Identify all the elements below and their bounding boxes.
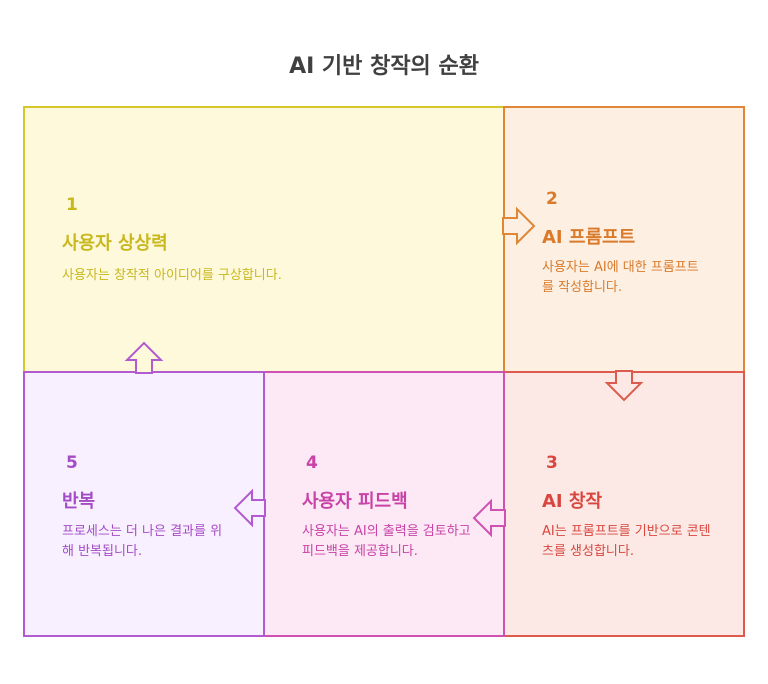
step-2-box: [503, 106, 745, 373]
step-4-description: 사용자는 AI의 출력을 검토하고 피드백을 제공합니다.: [302, 524, 471, 559]
step-1-description: 사용자는 창작적 아이디어를 구상합니다.: [62, 268, 282, 283]
step-3-box: [503, 371, 745, 637]
step-2-description: 사용자는 AI에 대한 프롬프트를 작성합니다.: [542, 260, 699, 295]
step-1-number: 1: [66, 195, 78, 215]
step-3-heading: AI 창작: [542, 491, 603, 512]
step-5-box: [23, 371, 265, 637]
step-5-description: 프로세스는 더 나은 결과를 위해 반복됩니다.: [62, 524, 223, 559]
step-5-number: 5: [66, 453, 78, 473]
step-2-heading: AI 프롬프트: [542, 227, 636, 248]
diagram-title: AI 기반 창작의 순환: [289, 54, 479, 79]
step-4-heading: 사용자 피드백: [302, 491, 408, 512]
step-3-description: AI는 프롬프트를 기반으로 콘텐츠를 생성합니다.: [542, 524, 711, 559]
step-4-number: 4: [306, 453, 318, 473]
step-4-box: [263, 371, 505, 637]
step-2-number: 2: [546, 189, 558, 209]
step-1-box: [23, 106, 505, 373]
step-1-heading: 사용자 상상력: [62, 233, 168, 254]
step-5-heading: 반복: [62, 491, 96, 512]
step-3-number: 3: [546, 453, 558, 473]
